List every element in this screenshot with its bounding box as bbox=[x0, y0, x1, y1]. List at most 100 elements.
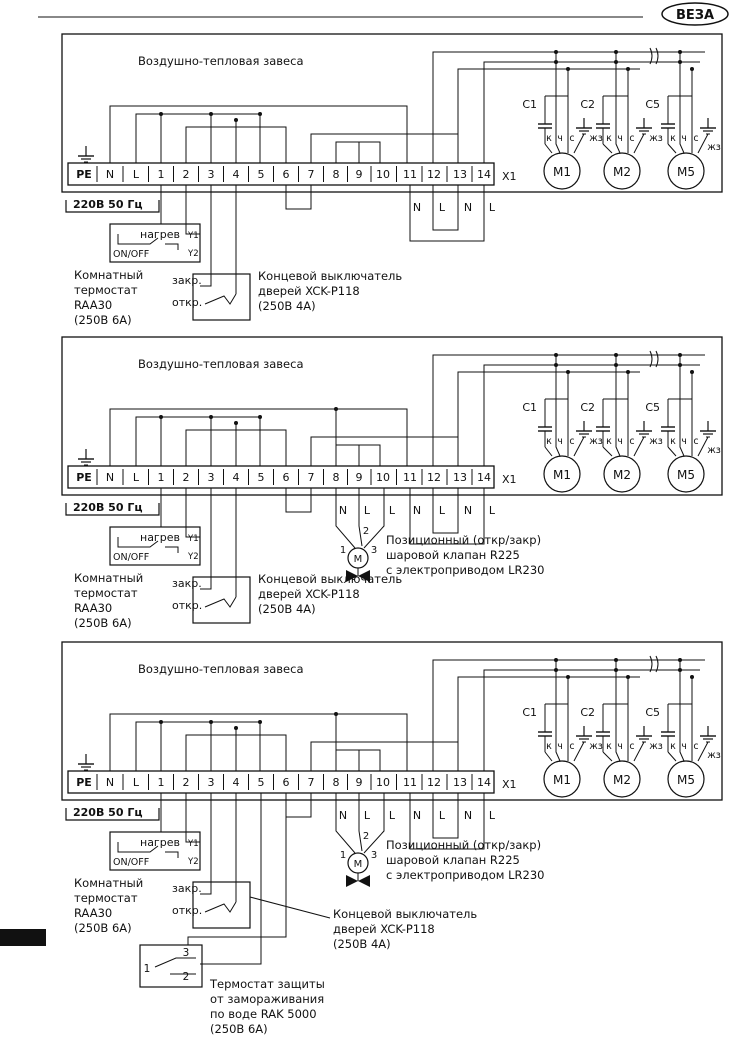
valve-caption: шаровой клапан R225 bbox=[386, 853, 520, 867]
terminal-9: 9 bbox=[356, 471, 363, 484]
terminal-L: L bbox=[133, 776, 140, 789]
wire-zhz: жз bbox=[589, 133, 603, 144]
terminal-7: 7 bbox=[308, 471, 315, 484]
thermostat-caption: термостат bbox=[74, 283, 138, 297]
valve-supply-letter: L bbox=[364, 504, 371, 517]
door-caption: (250В 4А) bbox=[333, 937, 391, 951]
terminal-8: 8 bbox=[333, 471, 340, 484]
supply-letter: L bbox=[439, 809, 446, 822]
door-caption: Концевой выключатель bbox=[333, 907, 477, 921]
terminal-N: N bbox=[106, 168, 114, 181]
thermostat-y1: Y1 bbox=[187, 534, 199, 544]
door-caption: (250В 4А) bbox=[258, 602, 316, 616]
terminal-4: 4 bbox=[233, 471, 240, 484]
valve-supply-letter: L bbox=[389, 809, 396, 822]
thermostat-y2: Y2 bbox=[187, 552, 199, 562]
supply-letter: N bbox=[464, 504, 472, 517]
motor-label: M5 bbox=[677, 468, 695, 482]
terminal-7: 7 bbox=[308, 776, 315, 789]
door-closed: закр. bbox=[172, 577, 202, 590]
terminal-5: 5 bbox=[258, 168, 265, 181]
page-header: ВЕЗА bbox=[38, 2, 729, 26]
capacitor-label: C1 bbox=[522, 401, 537, 414]
terminal-3: 3 bbox=[208, 776, 215, 789]
terminal-11: 11 bbox=[403, 776, 417, 789]
wire-k: к bbox=[670, 436, 676, 447]
terminal-1: 1 bbox=[158, 776, 165, 789]
veza-logo-text: ВЕЗА bbox=[676, 8, 714, 23]
thermostat-mode: нагрев bbox=[140, 836, 180, 849]
wire-zhz: жз bbox=[707, 750, 721, 761]
wire-k: к bbox=[546, 133, 552, 144]
wire-zhz: жз bbox=[589, 436, 603, 447]
wire-ch: ч bbox=[617, 741, 623, 752]
supply-letter: L bbox=[489, 201, 496, 214]
terminal-N: N bbox=[106, 471, 114, 484]
terminal-strip-label: X1 bbox=[502, 170, 517, 183]
wire-ch: ч bbox=[557, 741, 563, 752]
thermostat-switch: ON/OFF bbox=[113, 857, 149, 868]
terminal-PE: PE bbox=[76, 776, 92, 789]
thermostat-switch: ON/OFF bbox=[113, 249, 149, 260]
wire-ch: ч bbox=[557, 436, 563, 447]
wire-ch: ч bbox=[681, 741, 687, 752]
capacitor-label: C5 bbox=[645, 706, 660, 719]
thermostat-y2: Y2 bbox=[187, 857, 199, 867]
terminal-PE: PE bbox=[76, 471, 92, 484]
valve-pin: 1 bbox=[340, 545, 346, 556]
valve-caption: с электроприводом LR230 bbox=[386, 563, 544, 577]
terminal-6: 6 bbox=[283, 471, 290, 484]
terminal-10: 10 bbox=[376, 168, 390, 181]
thermostat-caption: Комнатный bbox=[74, 268, 143, 282]
supply-letter: L bbox=[439, 201, 446, 214]
wire-zhz: жз bbox=[649, 741, 663, 752]
capacitor-label: C2 bbox=[580, 98, 595, 111]
terminal-9: 9 bbox=[356, 776, 363, 789]
motor-label: M1 bbox=[553, 165, 571, 179]
terminal-9: 9 bbox=[356, 168, 363, 181]
supply-letter: N bbox=[464, 809, 472, 822]
wire-zhz: жз bbox=[707, 142, 721, 153]
valve-pin: 2 bbox=[363, 831, 369, 842]
door-caption: дверей XCK-P118 bbox=[258, 284, 360, 298]
wire-k: к bbox=[546, 741, 552, 752]
terminal-12: 12 bbox=[427, 471, 441, 484]
terminal-8: 8 bbox=[333, 776, 340, 789]
valve-caption: Позиционный (откр/закр) bbox=[386, 838, 541, 852]
valve-supply-letter: L bbox=[389, 504, 396, 517]
valve-motor-symbol: M bbox=[354, 554, 363, 565]
door-open: откр. bbox=[172, 599, 202, 612]
motor-label: M1 bbox=[553, 773, 571, 787]
terminal-11: 11 bbox=[403, 168, 417, 181]
wire-k: к bbox=[546, 436, 552, 447]
thermostat-caption: RAA30 bbox=[74, 601, 112, 615]
thermostat-caption: термостат bbox=[74, 891, 138, 905]
wire-s: с bbox=[569, 436, 574, 447]
supply-letter: N bbox=[464, 201, 472, 214]
terminal-13: 13 bbox=[453, 471, 467, 484]
supply-letter: L bbox=[439, 504, 446, 517]
wiring-lines bbox=[109, 659, 705, 850]
wire-ch: ч bbox=[557, 133, 563, 144]
door-closed: закр. bbox=[172, 274, 202, 287]
valve-motor-symbol: M bbox=[354, 859, 363, 870]
wire-s: с bbox=[629, 741, 634, 752]
power-label: 220В 50 Гц bbox=[73, 198, 142, 211]
terminal-13: 13 bbox=[453, 168, 467, 181]
door-closed: закр. bbox=[172, 882, 202, 895]
terminal-14: 14 bbox=[477, 471, 491, 484]
thermostat-caption: термостат bbox=[74, 586, 138, 600]
thermostat-y1: Y1 bbox=[187, 839, 199, 849]
